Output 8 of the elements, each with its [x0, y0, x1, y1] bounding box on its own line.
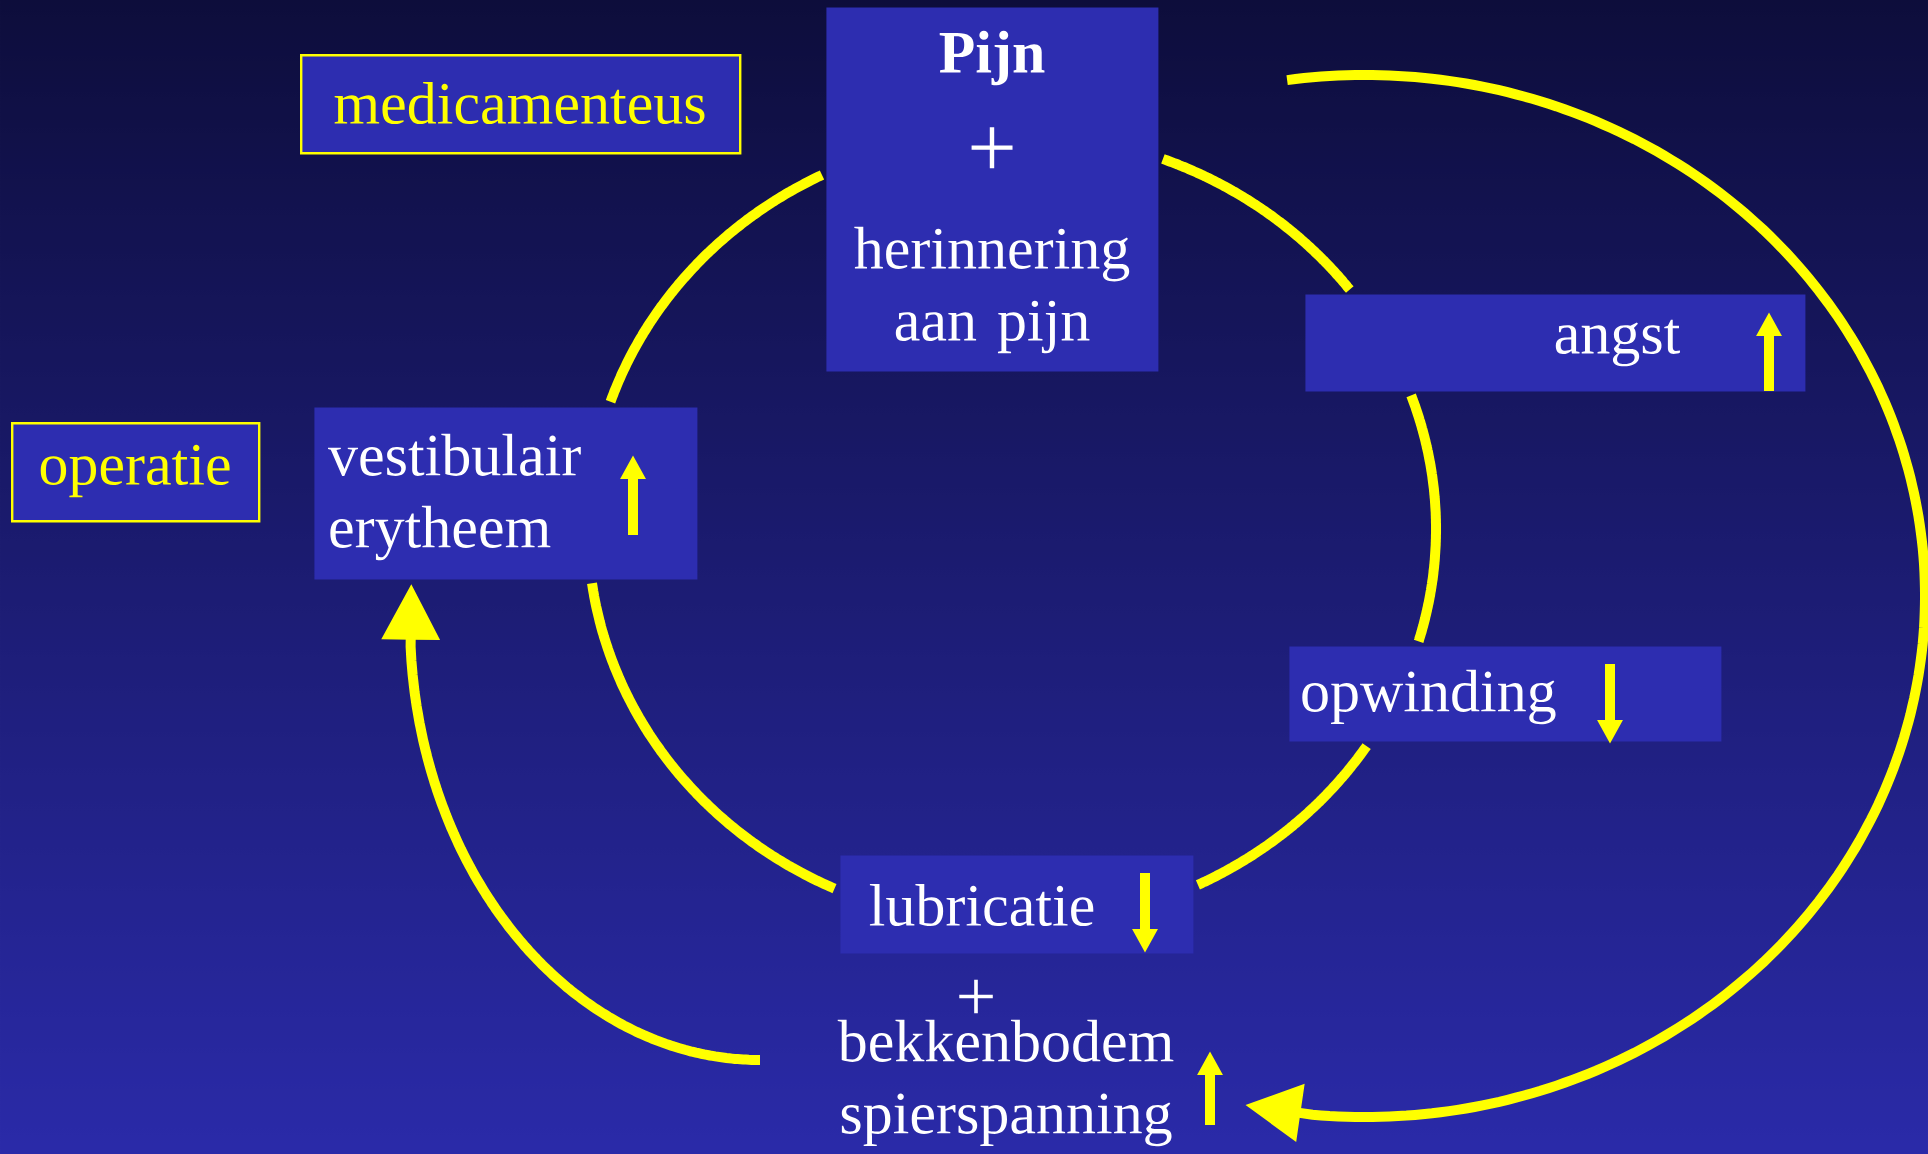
text-box: lubricatie — [840, 855, 1194, 954]
label-box: medicamenteus — [300, 54, 742, 155]
text-box: vestibulair erytheem — [314, 407, 698, 580]
node-text: + bekkenbodem spierspanning — [837, 979, 1174, 1147]
label-box: operatie — [11, 422, 261, 523]
text-box: angst — [1305, 294, 1806, 392]
text-box: Pijn + herinnering aan pijn — [826, 7, 1159, 372]
text-box: opwinding — [1289, 646, 1722, 742]
